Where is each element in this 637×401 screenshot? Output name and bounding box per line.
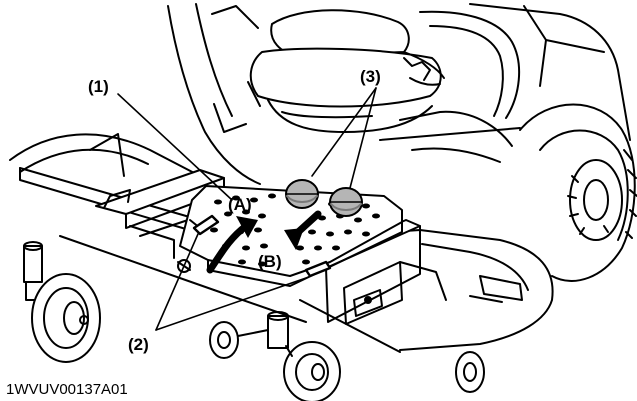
left-caster-wheel [23, 241, 101, 363]
knob-left [285, 179, 319, 209]
front-caster-wheels [209, 311, 485, 401]
rear-body [379, 3, 631, 163]
leader-1 [117, 93, 233, 201]
arrow-a [206, 216, 258, 274]
callout-b: (B) [258, 252, 282, 271]
rear-tire [519, 103, 637, 282]
callout-3: (3) [360, 67, 381, 86]
armrest [403, 10, 521, 119]
leader-2b [155, 277, 307, 331]
figure-code: 1WVUV00137A01 [6, 381, 128, 398]
leader-lines [117, 87, 377, 331]
leader-2a [155, 233, 199, 331]
knob-right [329, 187, 363, 217]
callout-a: (A) [228, 195, 252, 214]
seat [167, 3, 445, 185]
callout-1: (1) [88, 77, 109, 96]
lock-slot-right [304, 260, 332, 278]
leader-3b [349, 87, 377, 189]
lock-slot-left [192, 214, 220, 236]
belt-cover [9, 133, 201, 177]
arrow-b [284, 210, 322, 250]
callout-2: (2) [128, 335, 149, 354]
leader-3a [311, 87, 377, 177]
